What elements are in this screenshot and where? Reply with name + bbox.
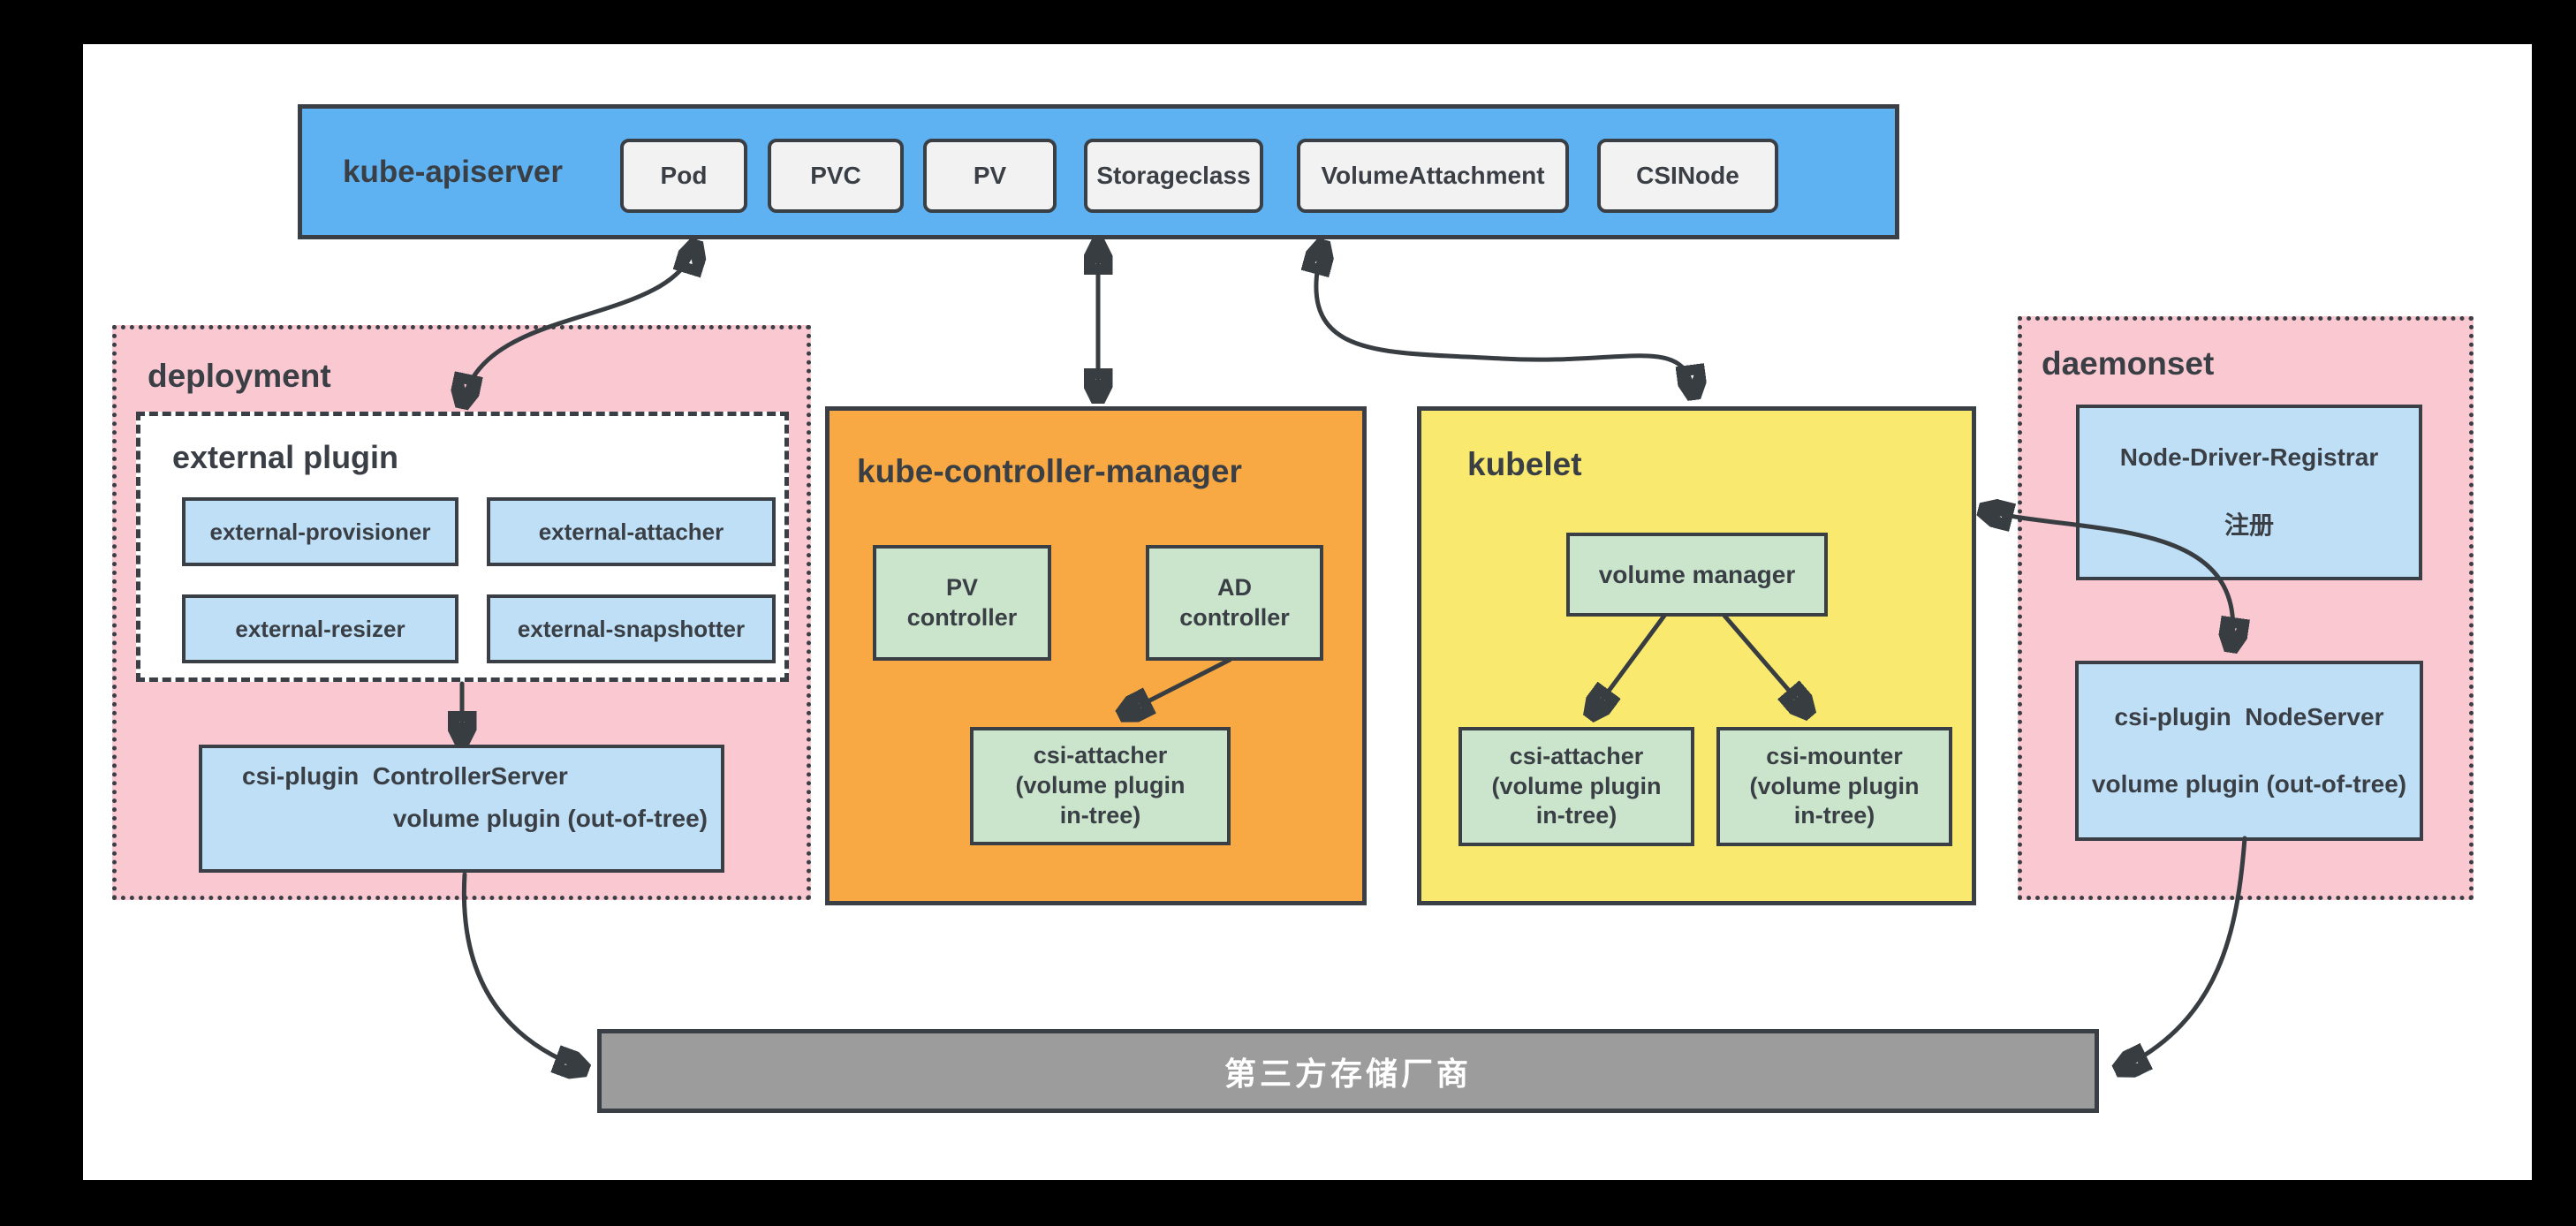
kube-controller-manager-group: kube-controller-manager PV controller AD… <box>825 406 1367 905</box>
controller-server-subtitle: volume plugin (out-of-tree) <box>392 805 708 832</box>
external-resizer-box: external-resizer <box>182 594 458 663</box>
kubelet-group: kubelet volume manager csi-attacher (vol… <box>1417 406 1976 905</box>
kubelet-csi-attacher-box: csi-attacher (volume plugin in-tree) <box>1458 727 1694 846</box>
node-server-title: csi-plugin NodeServer <box>2114 703 2384 730</box>
node-driver-registrar-box: Node-Driver-Registrar 注册 <box>2076 405 2422 580</box>
csi-plugin-controller-server-box: csi-plugin ControllerServer volume plugi… <box>199 745 724 873</box>
resource-volumeattachment: VolumeAttachment <box>1297 139 1569 213</box>
daemonset-group: daemonset Node-Driver-Registrar 注册 csi-p… <box>2018 316 2474 900</box>
kube-apiserver-bar: kube-apiserver Pod PVC PV Storageclass V… <box>298 104 1899 239</box>
volume-manager-box: volume manager <box>1566 533 1828 617</box>
kubelet-csi-mounter-box: csi-mounter (volume plugin in-tree) <box>1716 727 1952 846</box>
deployment-group: deployment external plugin external-prov… <box>112 325 811 900</box>
csi-attacher-intree-box: csi-attacher (volume plugin in-tree) <box>970 727 1231 845</box>
external-attacher-box: external-attacher <box>487 497 776 566</box>
ad-controller-box: AD controller <box>1146 545 1323 661</box>
kube-apiserver-label: kube-apiserver <box>343 154 564 189</box>
third-party-storage-bar: 第三方存储厂商 <box>597 1029 2099 1113</box>
external-plugin-label: external plugin <box>172 439 399 475</box>
controller-server-title: csi-plugin ControllerServer <box>242 762 568 790</box>
external-plugin-group: external plugin external-provisioner ext… <box>136 412 789 682</box>
resource-csinode: CSINode <box>1597 139 1778 213</box>
external-snapshotter-box: external-snapshotter <box>487 594 776 663</box>
resource-storageclass: Storageclass <box>1084 139 1263 213</box>
node-driver-registrar-title: Node-Driver-Registrar <box>2119 443 2379 471</box>
pv-controller-box: PV controller <box>873 545 1051 661</box>
deployment-label: deployment <box>148 358 331 394</box>
resource-pv: PV <box>923 139 1057 213</box>
node-driver-registrar-subtitle: 注册 <box>2224 511 2274 540</box>
kubelet-label: kubelet <box>1467 446 1582 482</box>
kube-controller-manager-label: kube-controller-manager <box>857 453 1242 489</box>
resource-pod: Pod <box>620 139 747 213</box>
resource-pvc: PVC <box>768 139 904 213</box>
external-provisioner-box: external-provisioner <box>182 497 458 566</box>
daemonset-label: daemonset <box>2042 345 2215 382</box>
csi-plugin-node-server-box: csi-plugin NodeServer volume plugin (out… <box>2075 661 2423 841</box>
node-server-subtitle: volume plugin (out-of-tree) <box>2091 770 2407 798</box>
